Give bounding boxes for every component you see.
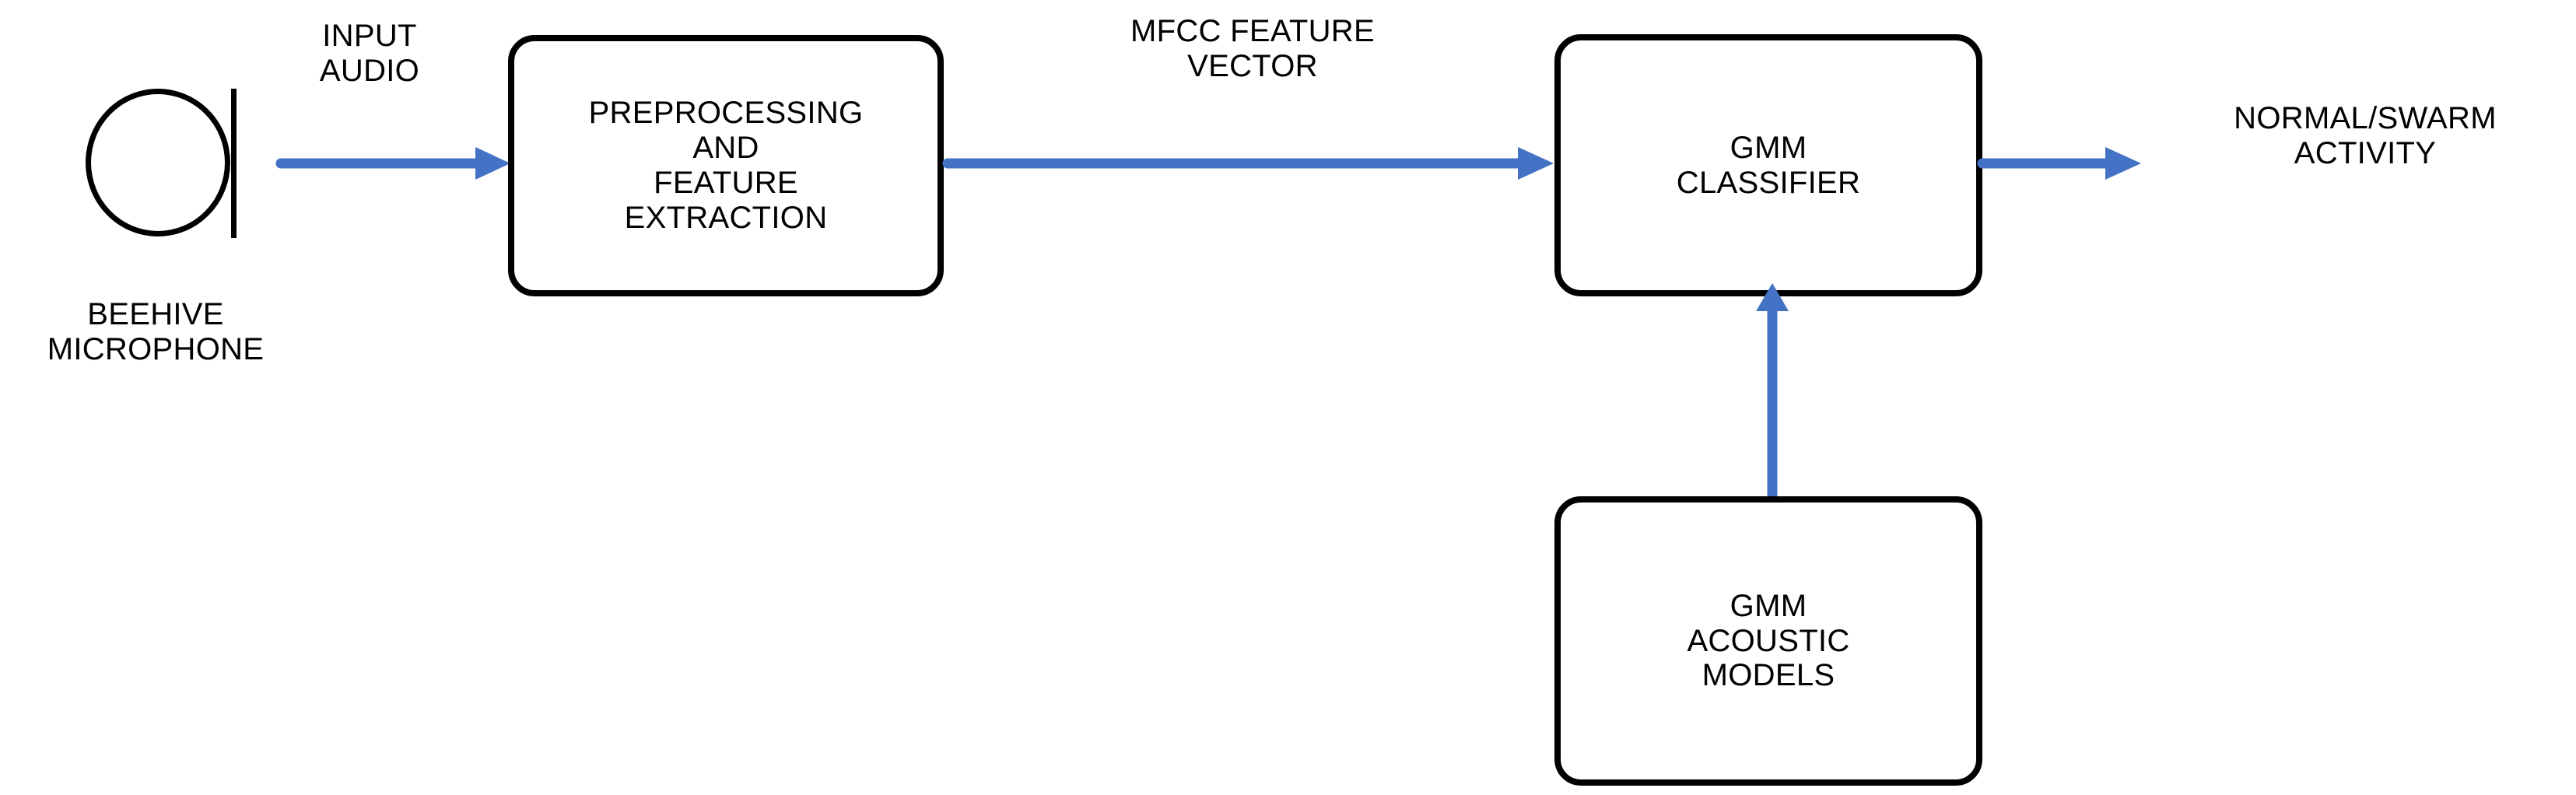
mfcc-label-line1: MFCC FEATURE [1130,14,1375,48]
classifier-line-1: GMM [1730,130,1807,165]
preprocessing-line-3: FEATURE [654,166,798,200]
mfcc-feature-vector-arrow [942,142,1558,185]
output-activity-label: NORMAL/SWARM ACTIVITY [2178,101,2552,171]
acoustic-models-line-1: GMM [1730,588,1807,623]
microphone-icon [86,89,241,244]
preprocessing-line-4: EXTRACTION [624,200,828,235]
block-preprocessing-and-feature-extraction[interactable]: PREPROCESSING AND FEATURE EXTRACTION [508,35,944,296]
input-audio-label-line2: AUDIO [319,53,420,88]
preprocessing-line-2: AND [692,131,759,166]
input-audio-label-line1: INPUT [322,19,417,53]
acoustic-models-arrow [1751,280,1794,503]
acoustic-models-line-2: ACOUSTIC [1687,623,1850,658]
output-label-line2: ACTIVITY [2294,135,2437,170]
classifier-line-2: CLASSIFIER [1676,165,1861,200]
microphone-caption: BEEHIVE MICROPHONE [0,297,311,367]
microphone-caption-line1: BEEHIVE [87,297,224,331]
mfcc-feature-vector-label: MFCC FEATURE VECTOR [1089,14,1416,84]
mfcc-label-line2: VECTOR [1187,48,1318,83]
output-label-line1: NORMAL/SWARM [2234,101,2497,135]
microphone-capsule-shape [86,89,230,236]
input-audio-arrow [275,142,515,185]
input-audio-label: INPUT AUDIO [276,19,463,89]
block-gmm-classifier[interactable]: GMM CLASSIFIER [1554,34,1982,296]
microphone-stand-bar [231,89,237,238]
classification-output-arrow [1977,142,2146,185]
preprocessing-line-1: PREPROCESSING [588,96,864,131]
block-gmm-acoustic-models[interactable]: GMM ACOUSTIC MODELS [1554,496,1982,786]
acoustic-models-line-3: MODELS [1702,658,1835,693]
microphone-caption-line2: MICROPHONE [47,331,265,366]
